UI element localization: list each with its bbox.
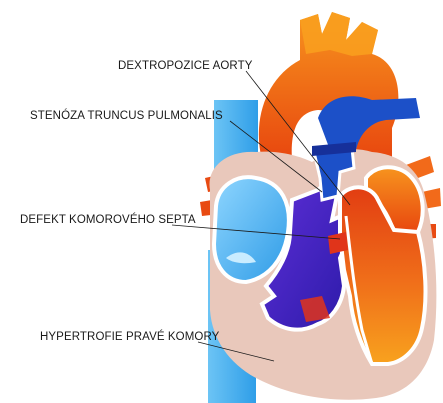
label-aorta: DEXTROPOZICE AORTY: [118, 60, 253, 72]
aortic-branch-highlight: [300, 12, 378, 56]
label-hypertrophy: HYPERTROFIE PRAVÉ KOMORY: [40, 330, 220, 343]
label-stenosis: STENÓZA TRUNCUS PULMONALIS: [30, 109, 223, 122]
label-septum: DEFEKT KOMOROVÉHO SEPTA: [20, 213, 196, 226]
